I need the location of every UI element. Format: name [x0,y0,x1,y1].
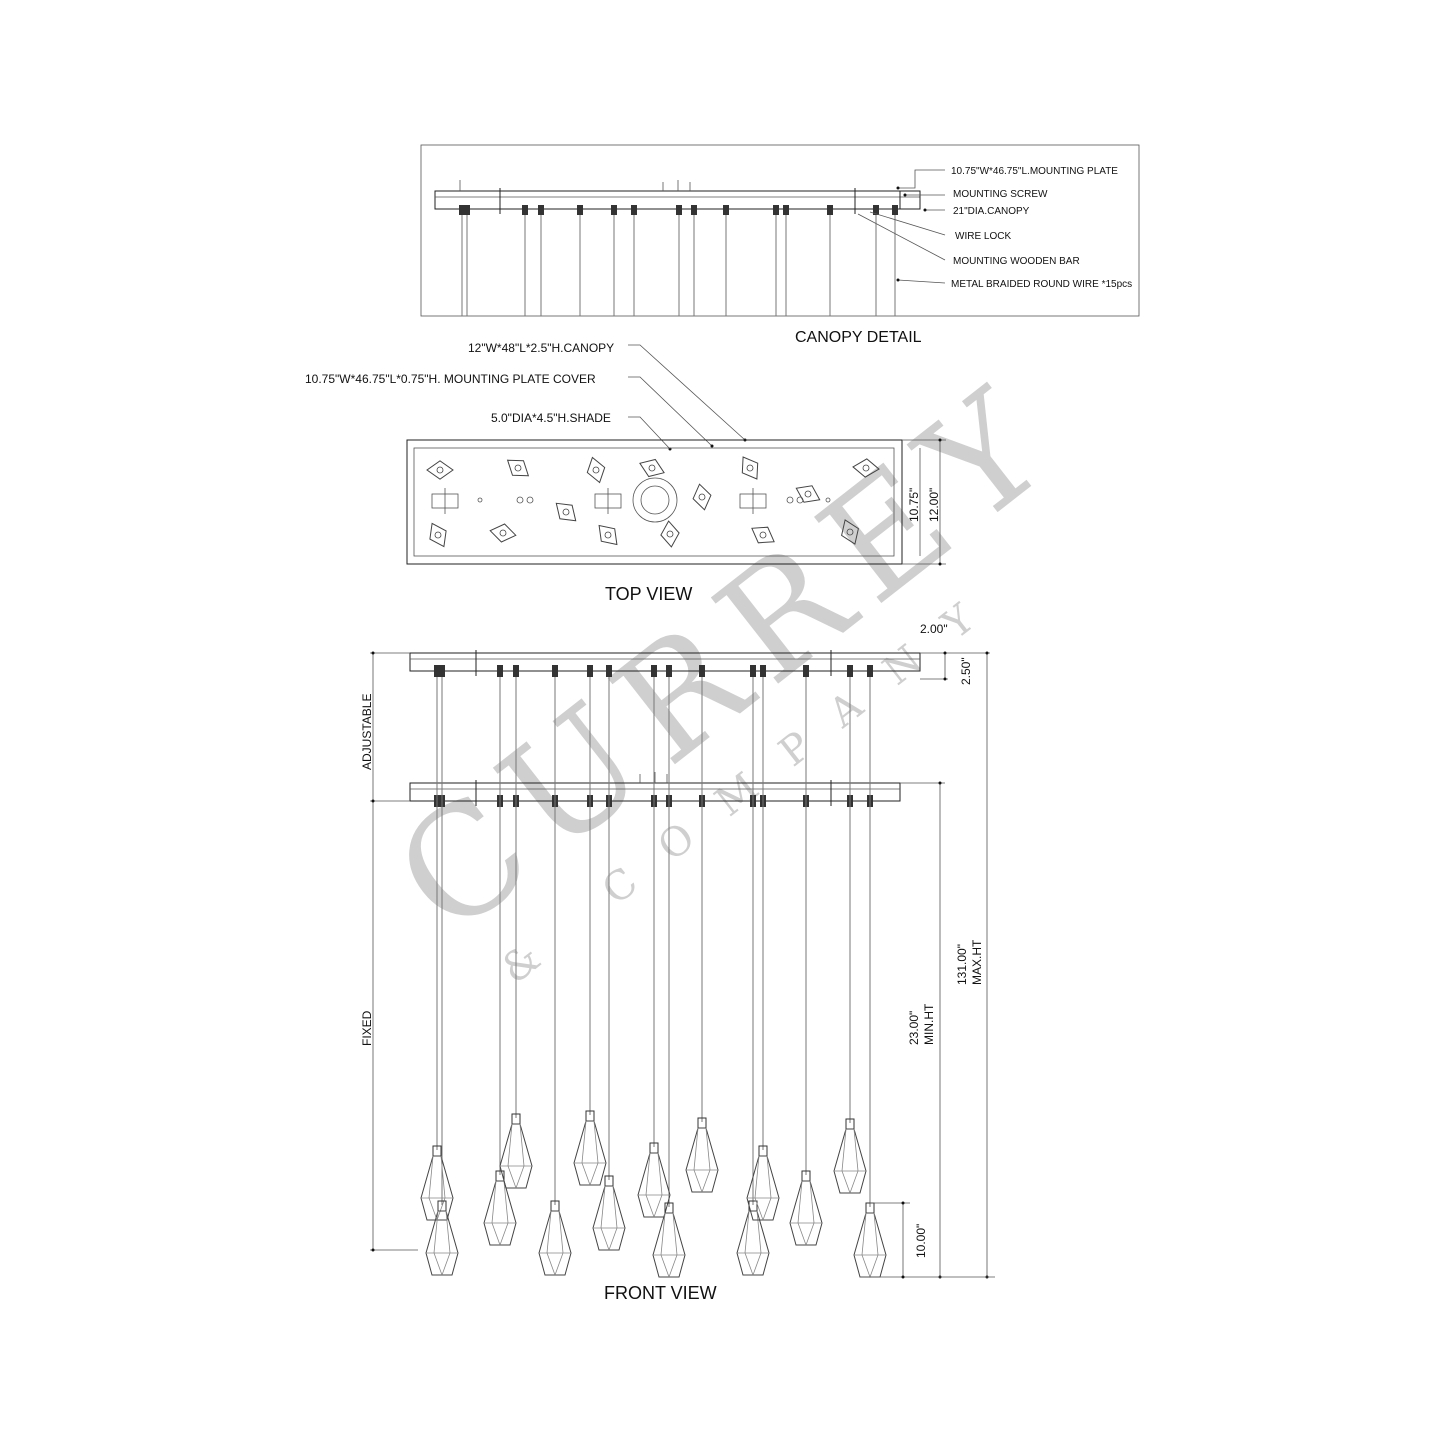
detail-wire [783,205,789,316]
pendant-shade [499,1113,533,1190]
watermark-brand: CURREY [365,349,1090,969]
detail-wire [873,205,879,316]
callout-braided-wire: METAL BRAIDED ROUND WIRE *15pcs [951,279,1132,290]
top-shade [489,523,517,543]
pendant-shade [685,1117,719,1194]
detail-wire [611,205,617,316]
top-shade [751,526,775,544]
callout-canopy: 21"DIA.CANOPY [953,206,1030,217]
front-wire [651,665,657,1147]
canopy-detail: 10.75"W*46.75"L.MOUNTING PLATE MOUNTING … [420,144,1140,346]
label-fixed: FIXED [360,1010,374,1046]
label-adjustable: ADJUSTABLE [360,694,374,770]
dim-shade-height: 10.00" [914,1224,928,1258]
pendant-shade [746,1145,780,1222]
canopy-detail-leaders [857,169,946,284]
detail-wire [538,205,544,316]
top-shade [692,483,712,511]
detail-wire [577,205,583,316]
top-view-title: TOP VIEW [605,584,692,604]
top-shade [639,458,665,478]
front-wire [439,665,445,1205]
top-view: 12"W*48"L*2.5"H.CANOPY 10.75"W*46.75"L*0… [305,341,946,604]
detail-wire [773,205,779,316]
dim-canopy-height: 2.50" [959,657,973,685]
detail-wire [691,205,697,316]
top-view-fixtures [431,488,831,514]
dim-plate-width: 10.75" [907,488,921,522]
callout-canopy-size: 12"W*48"L*2.5"H.CANOPY [468,341,614,355]
detail-wire [892,205,898,316]
detail-wire [723,205,729,316]
front-wire [847,665,853,1123]
front-wire [606,665,612,1180]
front-wire [434,665,440,1150]
top-shade [506,459,530,477]
front-wire [497,665,503,1175]
top-shade [841,519,859,545]
dim-canopy-2in: 2.00" [920,622,948,636]
front-view-title: FRONT VIEW [604,1283,717,1303]
top-shade [852,458,880,478]
front-wire [867,665,873,1207]
canopy-detail-frame [420,144,1140,317]
front-wire [750,665,756,1205]
dim-canopy-width: 12.00" [927,488,941,522]
front-wire [760,665,766,1150]
front-wire [552,665,558,1205]
top-view-canopy [406,439,903,565]
detail-wire [827,205,833,316]
pendant-shade [538,1200,572,1277]
front-wire [513,665,519,1118]
pendant-shade [736,1200,770,1277]
canopy-detail-wires [459,205,898,316]
pendant-shade [789,1170,823,1247]
top-shade [660,520,680,548]
canopy-detail-title: CANOPY DETAIL [795,329,922,346]
front-view: ADJUSTABLE FIXED 2.00" 2.50" 131.00" MAX… [360,622,995,1303]
detail-wire [464,205,470,316]
callout-mounting-screw: MOUNTING SCREW [953,189,1048,200]
front-wire [587,665,593,1115]
top-shade [795,485,821,503]
callout-mounting-plate: 10.75"W*46.75"L.MOUNTING PLATE [951,166,1118,177]
detail-wire [459,205,465,316]
dim-min-height: 23.00" [907,1011,921,1045]
top-shade [429,522,447,548]
callout-wooden-bar: MOUNTING WOODEN BAR [953,256,1080,267]
top-view-center-hub [632,477,678,523]
detail-wire [631,205,637,316]
top-shade [741,456,759,480]
dim-max-height: 131.00" [955,944,969,985]
pendant-shade [833,1118,867,1195]
pendant-shade [420,1145,454,1222]
top-view-shades [426,456,880,548]
top-view-plate [413,447,895,557]
detail-wire [522,205,528,316]
front-view-wires [434,665,873,1207]
top-shade [598,524,618,546]
pendant-shade [853,1202,887,1279]
front-view-canopy-upper [409,652,921,672]
front-wire [699,665,705,1122]
top-shade [426,460,454,480]
pendant-shade [573,1110,607,1187]
dim-min-label: MIN.HT [922,1003,936,1045]
pendant-shade [425,1200,459,1277]
front-wire [666,665,672,1207]
callout-wire-lock: WIRE LOCK [955,231,1011,242]
top-shade [586,456,606,484]
dim-max-label: MAX.HT [970,939,984,985]
pendant-shade [652,1202,686,1279]
front-wire [803,665,809,1175]
top-shade [555,502,577,522]
pendant-shade [483,1170,517,1247]
callout-plate-cover: 10.75"W*46.75"L*0.75"H. MOUNTING PLATE C… [305,372,596,386]
pendant-shade [592,1175,626,1252]
detail-wire [676,205,682,316]
callout-shade: 5.0"DIA*4.5"H.SHADE [491,411,611,425]
